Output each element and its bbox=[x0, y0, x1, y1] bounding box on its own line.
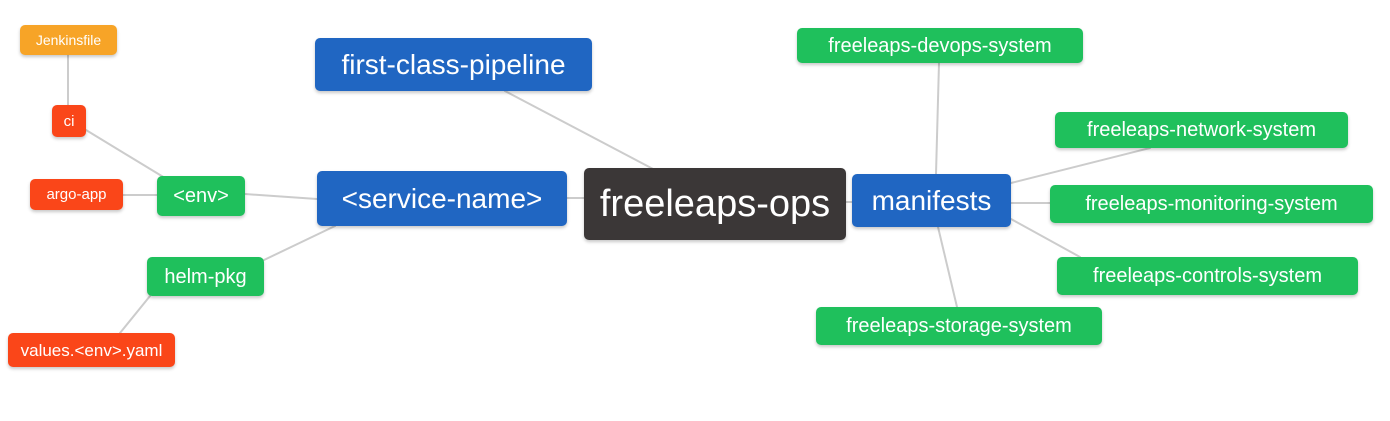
mindmap-node-helm-pkg[interactable]: helm-pkg bbox=[147, 257, 264, 296]
mindmap-node-values-env-yaml[interactable]: values.<env>.yaml bbox=[8, 333, 175, 367]
node-label: freeleaps-controls-system bbox=[1093, 265, 1322, 287]
node-label: values.<env>.yaml bbox=[20, 340, 163, 360]
mindmap-node-freeleaps-ops[interactable]: freeleaps-ops bbox=[584, 168, 846, 240]
edge-manifests-to-freeleaps-network-system bbox=[1010, 147, 1151, 184]
edge-service-name-to-helm-pkg bbox=[263, 225, 336, 261]
mindmap-node-freeleaps-network-system[interactable]: freeleaps-network-system bbox=[1055, 112, 1348, 148]
node-label: freeleaps-devops-system bbox=[828, 34, 1052, 57]
node-label: freeleaps-network-system bbox=[1087, 119, 1316, 141]
edge-manifests-to-freeleaps-storage-system bbox=[937, 226, 958, 308]
node-label: ci bbox=[63, 112, 75, 130]
node-label: freeleaps-monitoring-system bbox=[1085, 193, 1338, 215]
mindmap-node-env[interactable]: <env> bbox=[157, 176, 245, 216]
node-label: freeleaps-storage-system bbox=[846, 315, 1072, 337]
edge-helm-pkg-to-values-env-yaml bbox=[119, 295, 151, 334]
edge-first-class-pipeline-to-freeleaps-ops bbox=[504, 90, 656, 171]
mindmap-node-ci[interactable]: ci bbox=[52, 105, 86, 137]
mindmap-node-argo-app[interactable]: argo-app bbox=[30, 179, 123, 210]
node-label: manifests bbox=[871, 184, 992, 216]
node-label: argo-app bbox=[46, 186, 107, 203]
node-label: Jenkinsfile bbox=[35, 32, 102, 48]
mindmap-node-jenkinsfile[interactable]: Jenkinsfile bbox=[20, 25, 117, 55]
mindmap-node-freeleaps-monitoring-system[interactable]: freeleaps-monitoring-system bbox=[1050, 185, 1373, 223]
mindmap-node-service-name[interactable]: <service-name> bbox=[317, 171, 567, 226]
node-label: <service-name> bbox=[341, 182, 543, 214]
mindmap-node-manifests[interactable]: manifests bbox=[852, 174, 1011, 227]
edge-env-to-service-name bbox=[244, 193, 318, 200]
node-label: first-class-pipeline bbox=[341, 48, 566, 80]
edge-ci-to-env bbox=[85, 129, 166, 179]
edge-manifests-to-freeleaps-controls-system bbox=[1010, 218, 1081, 258]
mindmap-node-freeleaps-controls-system[interactable]: freeleaps-controls-system bbox=[1057, 257, 1358, 295]
mindmap-node-freeleaps-devops-system[interactable]: freeleaps-devops-system bbox=[797, 28, 1083, 63]
mindmap-node-freeleaps-storage-system[interactable]: freeleaps-storage-system bbox=[816, 307, 1102, 345]
node-label: <env> bbox=[173, 185, 229, 207]
node-label: freeleaps-ops bbox=[599, 183, 831, 225]
mindmap-node-first-class-pipeline[interactable]: first-class-pipeline bbox=[315, 38, 592, 91]
node-label: helm-pkg bbox=[164, 265, 247, 288]
edge-manifests-to-freeleaps-devops-system bbox=[935, 62, 940, 175]
